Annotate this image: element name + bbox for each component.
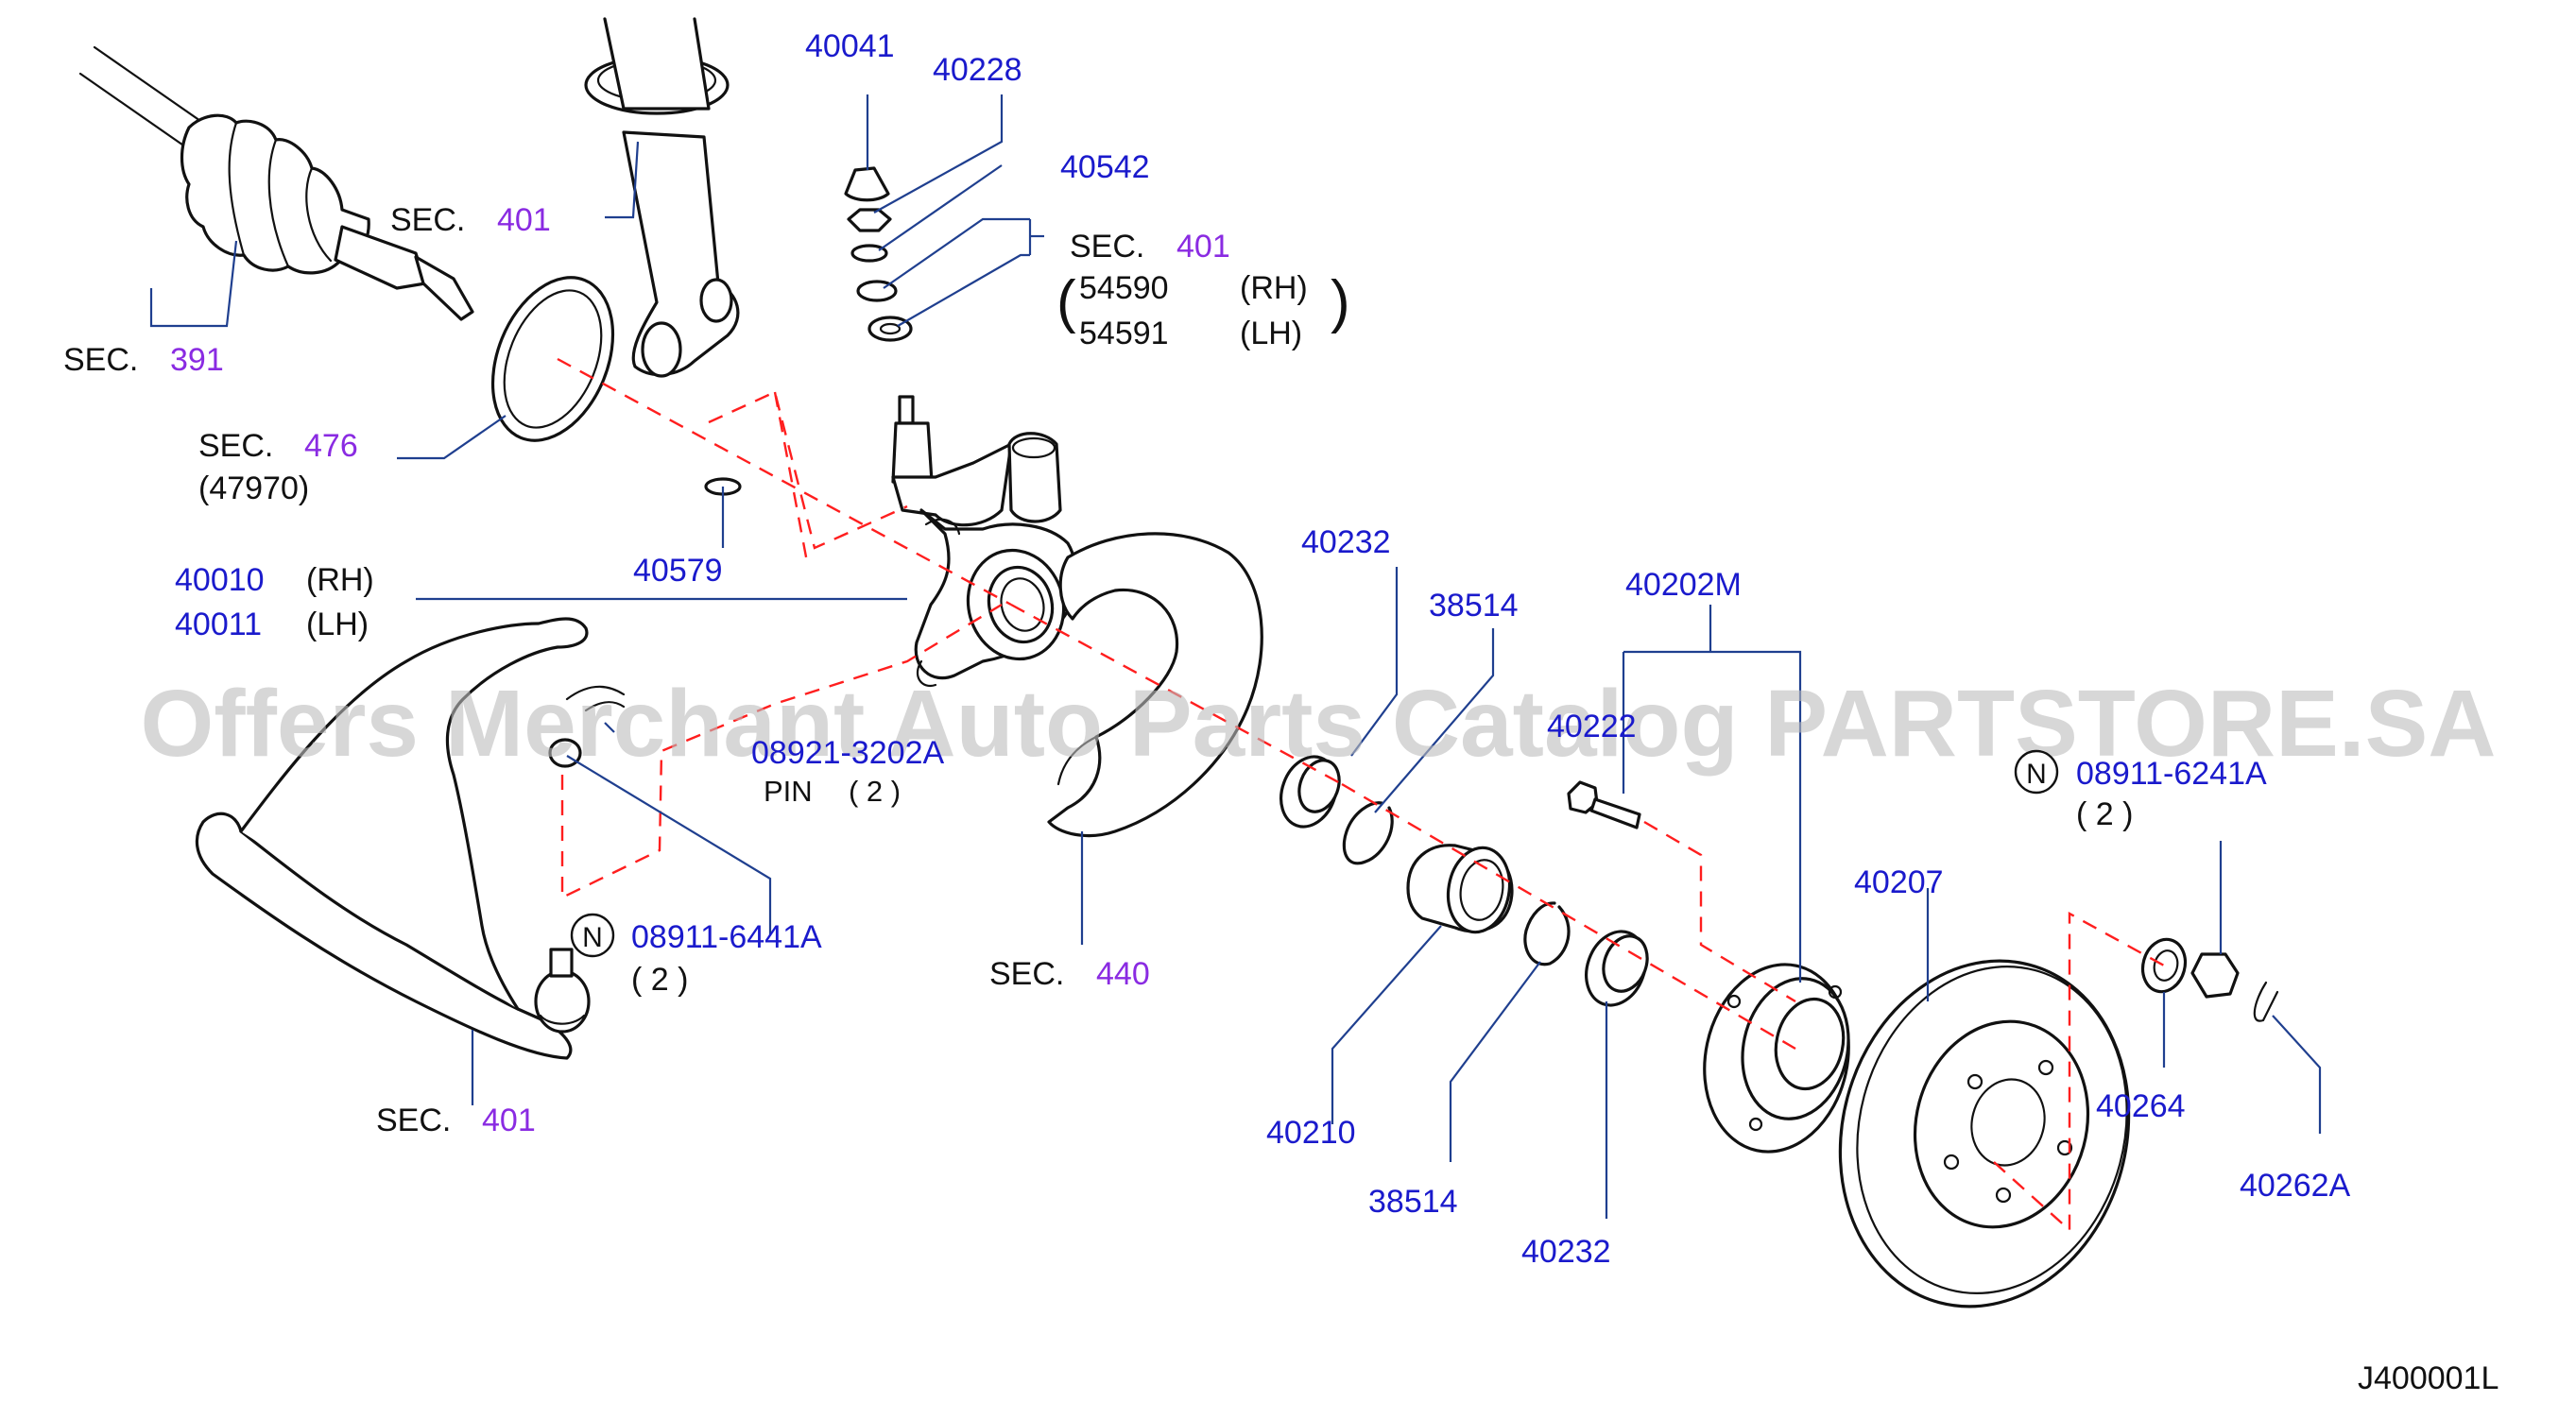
label-54590-rh: (RH) [1240, 270, 1308, 306]
label-40262A[interactable]: 40262A [2240, 1168, 2351, 1204]
sec-401-arm-number[interactable]: 401 [482, 1103, 536, 1138]
label-40228[interactable]: 40228 [933, 52, 1022, 88]
leader-lines [149, 94, 2322, 1219]
callout-sec-391[interactable]: SEC. 391 [63, 342, 224, 378]
sec-prefix: SEC. [1070, 229, 1144, 265]
label-40542[interactable]: 40542 [1060, 149, 1150, 185]
label-40202M[interactable]: 40202M [1625, 567, 1742, 603]
snap-ring-38514-lower-drawing [1523, 901, 1571, 966]
sec-401-top-number[interactable]: 401 [1176, 229, 1230, 265]
label-40010[interactable]: 40010 [175, 562, 265, 598]
label-40011[interactable]: 40011 [175, 607, 262, 642]
label-6241-qty: ( 2 ) [2076, 796, 2133, 832]
drive-shaft-drawing [78, 45, 474, 321]
snap-ring-38514-upper-drawing [1342, 801, 1394, 865]
label-40010-rh: (RH) [306, 562, 374, 598]
label-40210[interactable]: 40210 [1266, 1115, 1356, 1151]
label-54591[interactable]: 54591 [1079, 316, 1169, 351]
label-08911-6241A[interactable]: 08911-6241A [2076, 756, 2267, 792]
sec-401-strut-number[interactable]: 401 [497, 202, 551, 238]
sec-476-number[interactable]: 476 [304, 428, 358, 464]
brake-rotor-drawing [1838, 959, 2131, 1308]
label-08911-6441A[interactable]: 08911-6441A [631, 919, 822, 955]
label-08921-3202A[interactable]: 08921-3202A [751, 735, 945, 771]
label-38514-upper[interactable]: 38514 [1429, 588, 1519, 624]
watermark: Offers Merchant Auto Parts Catalog PARTS… [141, 671, 2497, 777]
assembly-axis-lines [557, 357, 2165, 1233]
lower-control-arm-drawing [195, 617, 591, 1060]
nut-symbol-6241: N [2014, 749, 2059, 795]
label-38514-lower[interactable]: 38514 [1368, 1184, 1458, 1220]
sec-prefix: SEC. [989, 956, 1064, 992]
label-6441-qty: ( 2 ) [631, 962, 688, 998]
nut-symbol-6441: N [570, 913, 615, 958]
dust-shield-drawing [1047, 532, 1263, 838]
wheel-bearing-drawing [1406, 844, 1514, 934]
pin-08921-drawing [548, 685, 626, 768]
sec-prefix: SEC. [390, 202, 465, 238]
washer-nut-pin-drawing [2140, 937, 2279, 1022]
label-40232-lower[interactable]: 40232 [1521, 1234, 1611, 1270]
label-47970: (47970) [198, 470, 309, 506]
top-stack-hardware-drawing [844, 166, 913, 342]
callout-sec-440[interactable]: SEC. 440 [989, 956, 1150, 992]
sec-prefix: SEC. [376, 1103, 451, 1138]
sec-prefix: SEC. [63, 342, 138, 378]
label-40222[interactable]: 40222 [1547, 709, 1637, 744]
callout-sec-401-strut[interactable]: SEC. 401 [390, 202, 551, 238]
sec-440-number[interactable]: 440 [1096, 956, 1150, 992]
label-pin-qty: ( 2 ) [849, 775, 901, 808]
label-40011-lh: (LH) [306, 607, 369, 642]
label-54591-lh: (LH) [1240, 316, 1302, 351]
paren-open: ( [1056, 269, 1076, 334]
paren-close: ) [1331, 269, 1350, 334]
label-40041[interactable]: 40041 [805, 28, 895, 64]
label-40579[interactable]: 40579 [633, 553, 723, 589]
seal-40232-lower-drawing [1585, 930, 1649, 1007]
label-40207[interactable]: 40207 [1854, 864, 1944, 900]
hub-bolt-drawing [1567, 780, 1641, 829]
label-pin: PIN [764, 775, 813, 808]
diagram-id: J400001L [2358, 1360, 2499, 1396]
nut-symbol-letter: N [2026, 759, 2047, 790]
label-40232-upper[interactable]: 40232 [1301, 524, 1391, 560]
callout-sec-401-top[interactable]: SEC. 401 [1070, 229, 1230, 265]
label-54590[interactable]: 54590 [1079, 270, 1169, 306]
sec-391-number[interactable]: 391 [170, 342, 224, 378]
sensor-rotor-ring-drawing [490, 276, 615, 442]
callout-sec-401-arm[interactable]: SEC. 401 [376, 1103, 536, 1138]
callout-sec-476[interactable]: SEC. 476 [198, 428, 358, 464]
strut-drawing [584, 17, 740, 378]
nut-symbol-letter: N [582, 922, 603, 953]
label-40264[interactable]: 40264 [2096, 1088, 2186, 1124]
steering-knuckle-drawing [891, 395, 1078, 688]
seal-40232-upper-drawing [1279, 755, 1341, 829]
sec-prefix: SEC. [198, 428, 273, 464]
wheel-hub-drawing [1703, 963, 1850, 1154]
